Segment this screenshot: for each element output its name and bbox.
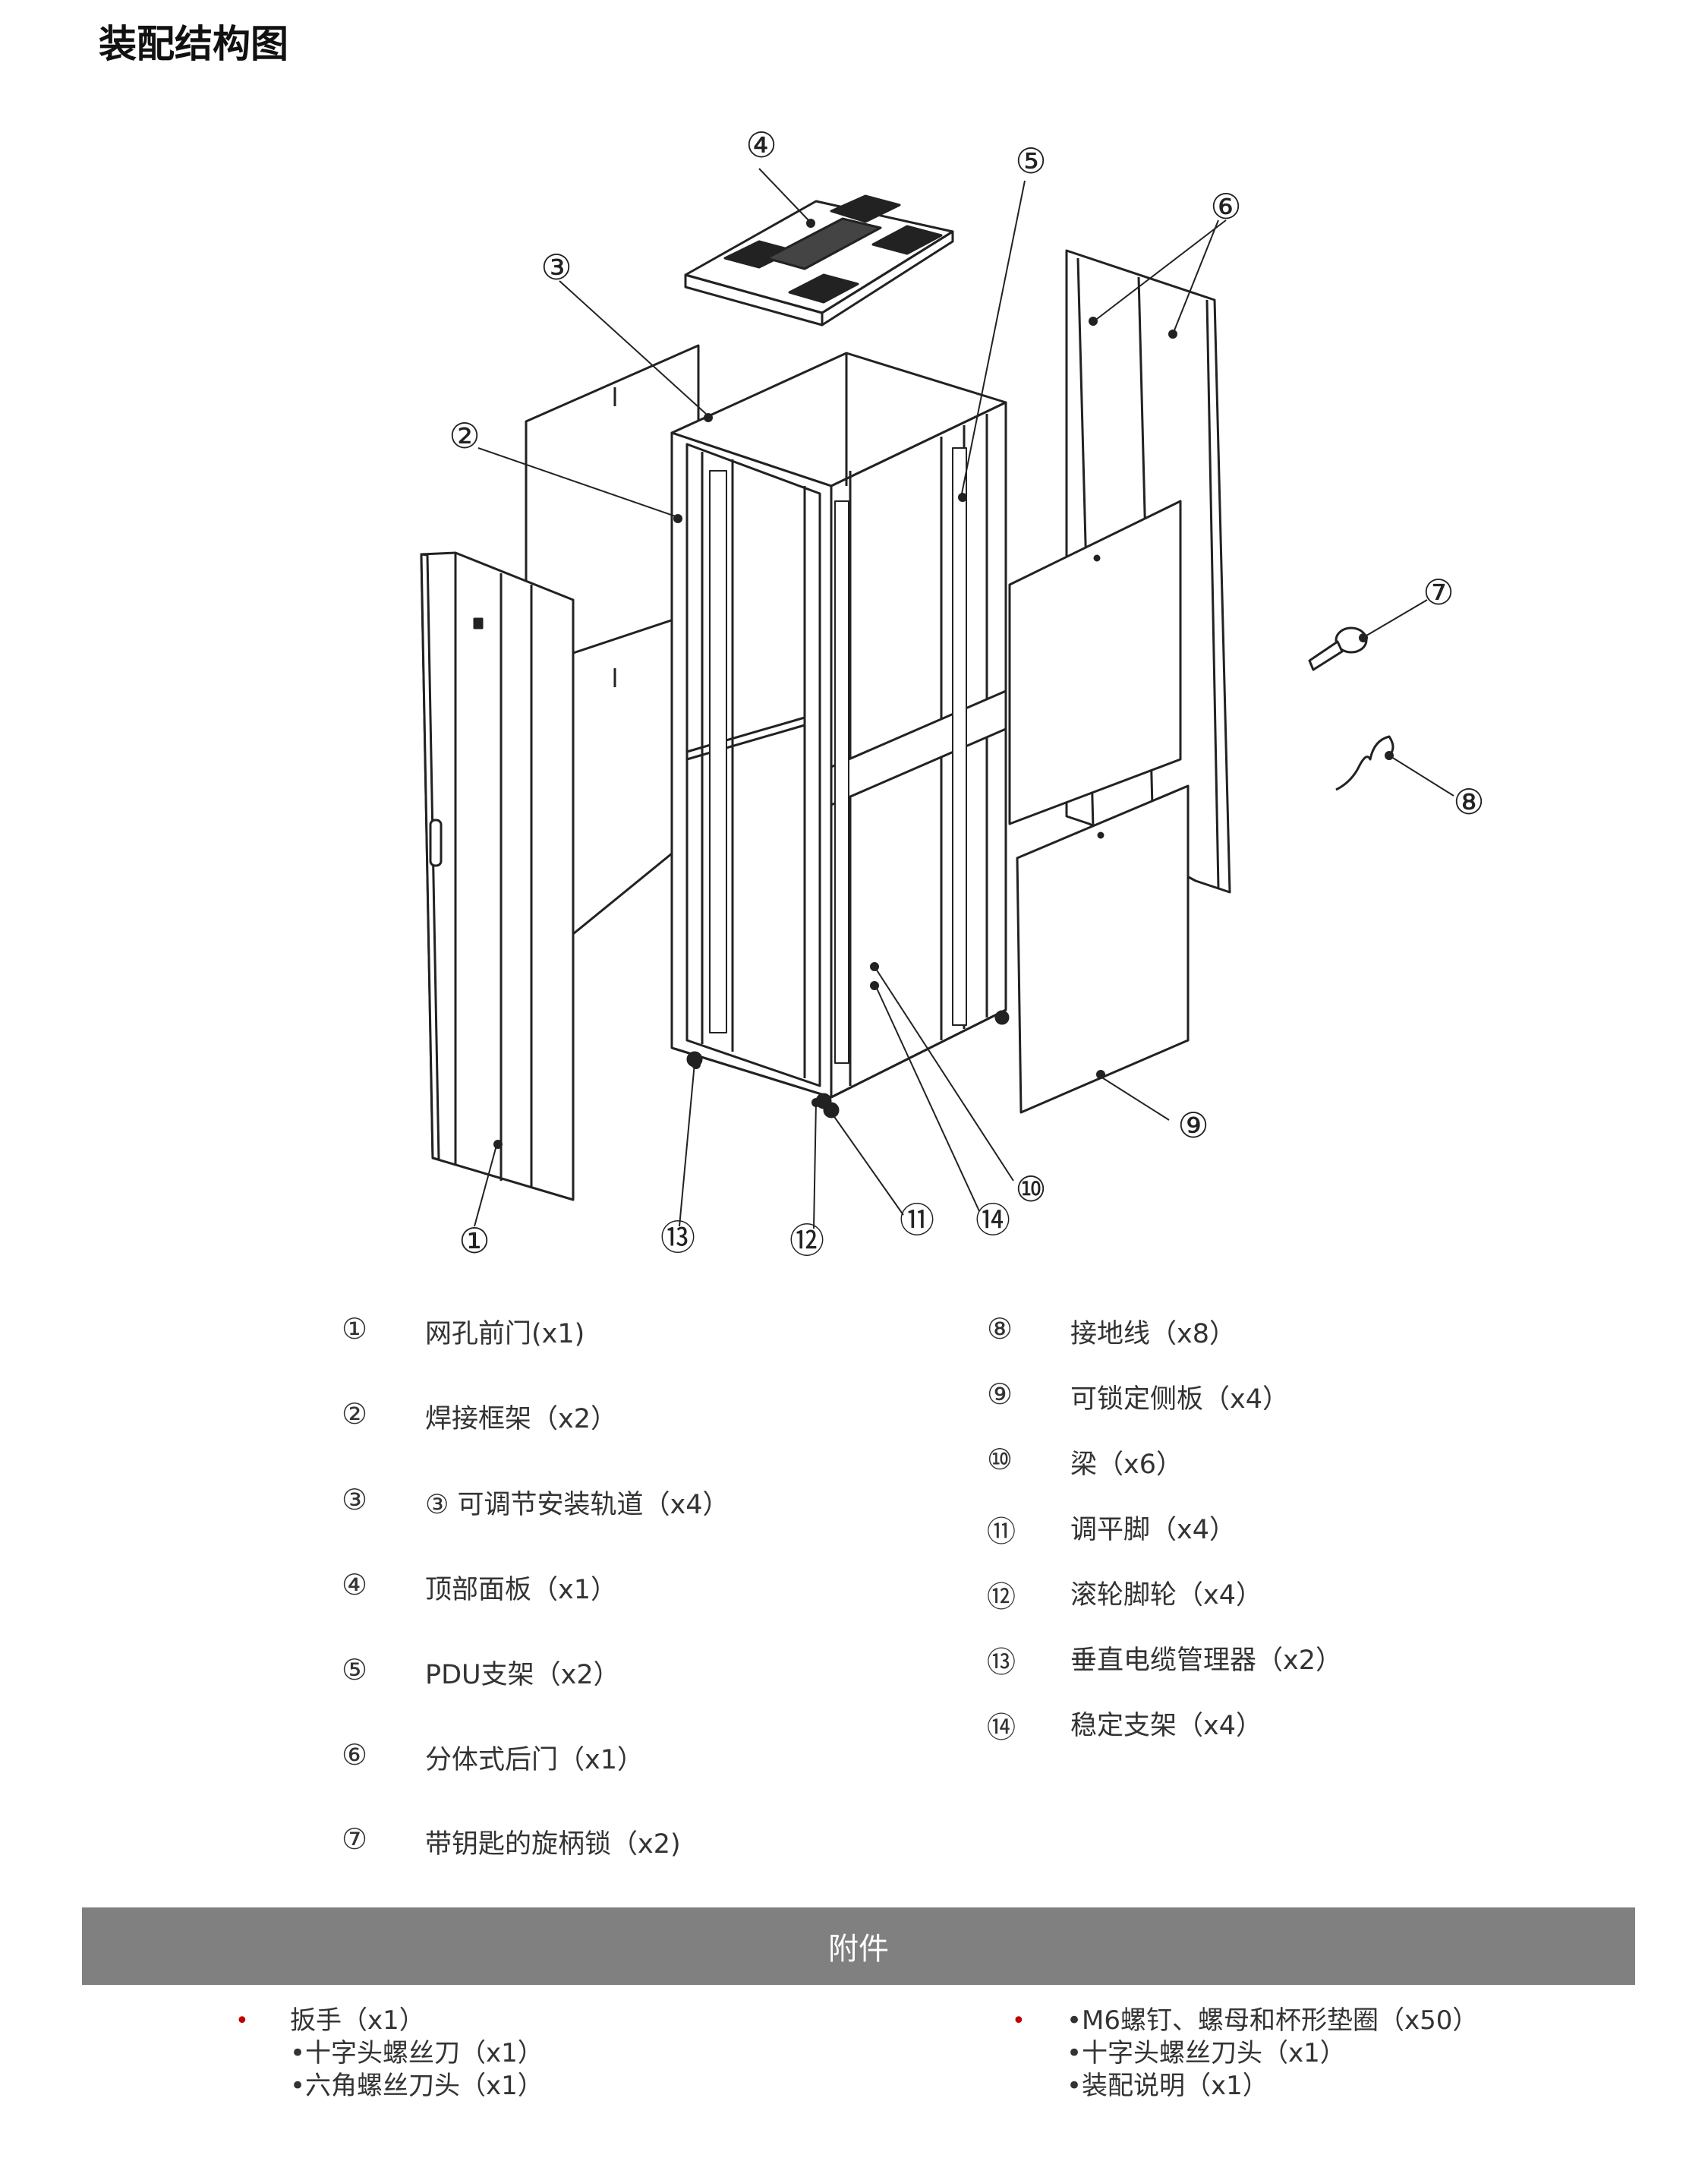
callout-5: ⑤ [1015, 140, 1046, 181]
legend-number: ⑦ [342, 1822, 368, 1856]
accessories-list-right: • •M6螺钉、螺母和杯形垫圈（x50） •十字头螺丝刀头（x1） •装配说明（… [1012, 2005, 1479, 2103]
legend-label: 梁（x6） [1070, 1450, 1183, 1480]
legend-label: 垂直电缆管理器（x2） [1070, 1645, 1342, 1676]
legend-label: 接地线（x8） [1070, 1319, 1236, 1349]
front-door [420, 551, 575, 1201]
key-lock [1308, 626, 1368, 671]
callout-8: ⑧ [1453, 781, 1484, 822]
callout-9: ⑨ [1177, 1105, 1209, 1146]
leader-lines [474, 168, 1454, 1229]
legend-number: ④ [342, 1568, 368, 1601]
callout-1: ① [459, 1220, 490, 1261]
legend-number: ⑨ [987, 1377, 1013, 1411]
bullet-icon: • [1012, 2008, 1026, 2034]
legend-number: ⑭ [987, 1711, 1016, 1744]
legend-number: ② [342, 1397, 368, 1431]
accessory-item: •十字头螺丝刀（x1） [290, 2038, 544, 2068]
callout-3: ③ [540, 247, 572, 288]
legend-label: 可锁定侧板（x4） [1070, 1384, 1289, 1415]
legend-label: 滚轮脚轮（x4） [1070, 1580, 1262, 1611]
legend-number: ⑧ [987, 1312, 1013, 1346]
legend-number: ① [342, 1312, 368, 1346]
accessory-item: •十字头螺丝刀头（x1） [1067, 2038, 1346, 2068]
callout-4: ④ [745, 125, 777, 166]
accessory-item: •装配说明（x1） [1067, 2071, 1268, 2101]
legend-label: 焊接框架（x2） [425, 1404, 617, 1434]
callout-11: ⑪ [900, 1200, 934, 1241]
callout-14: ⑭ [975, 1200, 1010, 1241]
legend-label: 分体式后门（x1） [425, 1745, 644, 1775]
legend-number: ③ [342, 1483, 368, 1516]
legend-label: 带钥匙的旋柄锁（x2) [425, 1829, 681, 1860]
bullet-icon: • [235, 2008, 249, 2034]
ground-wire [1335, 735, 1394, 791]
accessory-item: 扳手（x1） [290, 2005, 425, 2036]
side-panels [1008, 500, 1190, 1114]
accessories-title: 附件 [828, 1932, 889, 1967]
callout-10: ⑩ [1015, 1169, 1046, 1210]
callout-12: ⑫ [789, 1220, 824, 1261]
top-panel [684, 194, 954, 327]
accessories-list-left: • 扳手（x1） •十字头螺丝刀（x1） •六角螺丝刀头（x1） [235, 2005, 544, 2103]
legend-number: ⑪ [987, 1515, 1016, 1548]
leader-dots [493, 219, 1394, 1149]
accessories-header: 附件 [82, 1907, 1635, 1985]
callout-13: ⑬ [660, 1217, 695, 1258]
legend-number: ⑥ [342, 1738, 368, 1772]
legend-label: 网孔前门(x1) [425, 1319, 585, 1349]
legend-number: ⑤ [342, 1653, 368, 1686]
callout-2: ② [449, 415, 480, 456]
page-title: 装配结构图 [99, 22, 288, 66]
legend-number: ⑩ [987, 1443, 1013, 1476]
legend-number: ⑬ [987, 1645, 1016, 1679]
callout-7: ⑦ [1423, 572, 1454, 613]
callout-6: ⑥ [1210, 186, 1241, 227]
legend-label: 顶部面板（x1） [425, 1575, 617, 1605]
accessory-item: •六角螺丝刀头（x1） [290, 2071, 544, 2101]
accessory-item: •M6螺钉、螺母和杯形垫圈（x50） [1067, 2005, 1479, 2036]
cable-manager-slots [709, 447, 967, 1064]
rack-exploded-diagram: ④ ⑤ ⑥ ③ ② ⑦ ⑧ ⑨ ⑩ ⑭ ⑪ ⑫ ⑬ ① [420, 125, 1485, 1261]
legend-number: ⑫ [987, 1580, 1016, 1614]
legend-label: 稳定支架（x4） [1070, 1711, 1262, 1741]
legend-label: 调平脚（x4） [1070, 1515, 1236, 1545]
legend-label: PDU支架（x2） [425, 1660, 620, 1690]
legend-label: ③ 可调节安装轨道（x4） [425, 1490, 730, 1520]
